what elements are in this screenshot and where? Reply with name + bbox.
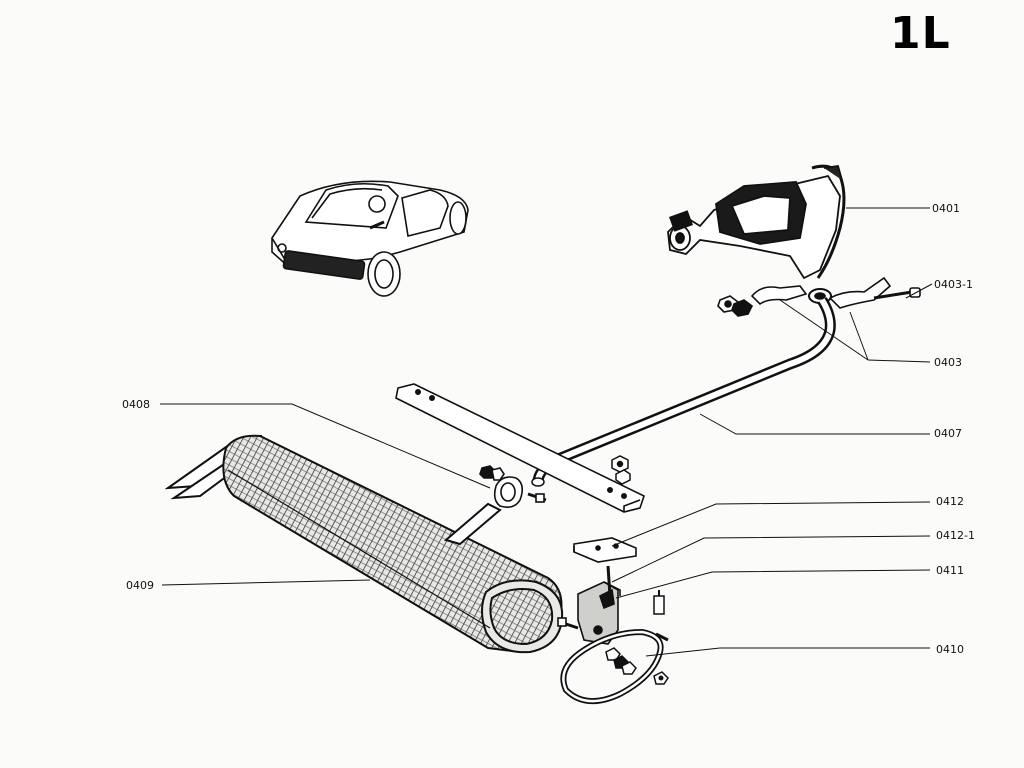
rubber-mount xyxy=(557,565,621,645)
nuts-group xyxy=(611,455,631,485)
part-label-0401: 0401 xyxy=(932,202,960,215)
part-label-0403: 0403 xyxy=(934,356,962,369)
part-label-0411: 0411 xyxy=(936,564,964,577)
part-label-0412: 0412 xyxy=(936,495,964,508)
part-label-0410: 0410 xyxy=(936,643,964,656)
exhaust-clamp xyxy=(717,276,921,317)
part-label-0409: 0409 xyxy=(126,579,154,592)
sheet-code: 1L xyxy=(890,8,951,59)
car-location-thumbnail xyxy=(271,180,469,297)
pipe-clamp xyxy=(479,465,547,508)
bracket-plate xyxy=(573,537,637,563)
leader-lines xyxy=(160,207,933,657)
exhaust-pipe xyxy=(531,297,836,487)
exhaust-manifold xyxy=(667,164,846,280)
muffler-strap xyxy=(560,590,669,704)
part-label-0412-1: 0412-1 xyxy=(936,529,975,542)
muffler xyxy=(164,434,564,654)
part-label-0408: 0408 xyxy=(122,398,150,411)
part-label-0407: 0407 xyxy=(934,427,962,440)
part-label-0403-1: 0403-1 xyxy=(934,278,973,291)
support-strip xyxy=(395,383,645,513)
